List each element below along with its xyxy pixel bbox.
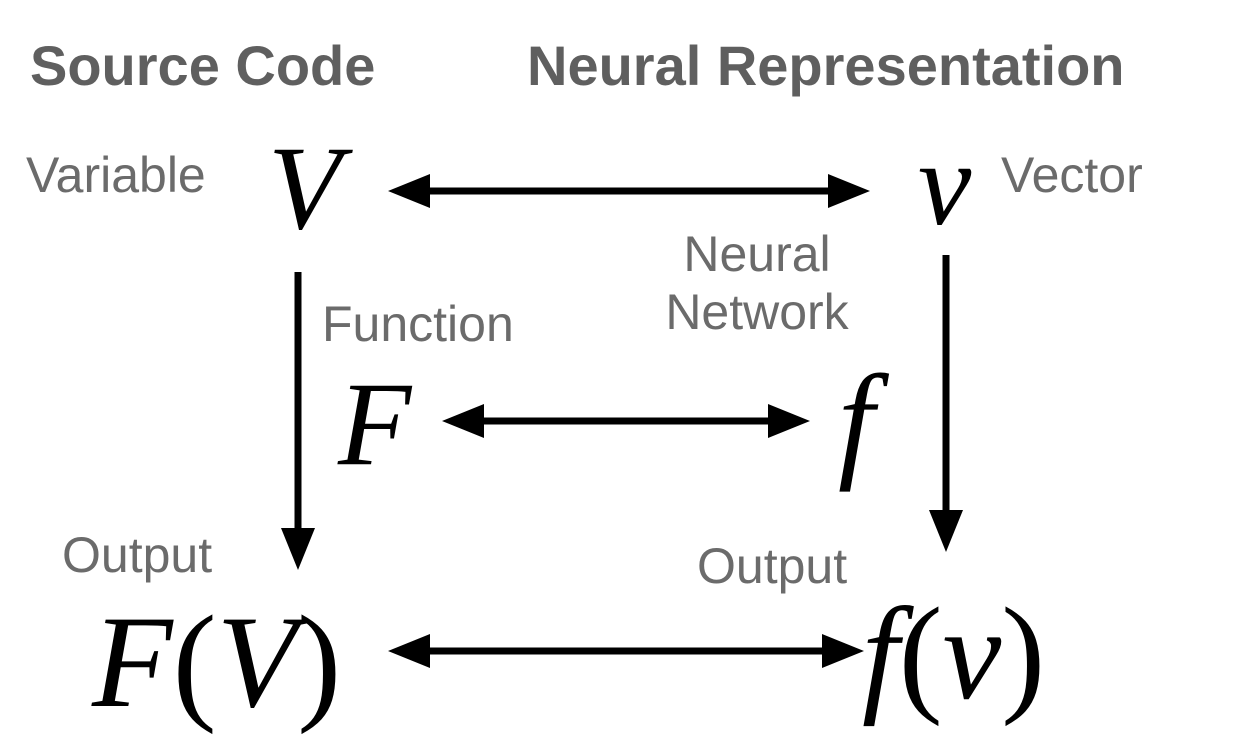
output-F: F: [92, 588, 173, 735]
output-expression-F-of-V: F(V): [92, 596, 341, 728]
output-close-paren: ): [297, 588, 342, 735]
neural-network-line-1: Neural: [683, 226, 831, 282]
F-f-arrowhead-right: [768, 404, 810, 438]
output-close-paren-right: ): [1001, 580, 1046, 727]
output-V: V: [216, 588, 298, 735]
neural-representation-header: Neural Representation: [527, 34, 1125, 97]
V-to-FV-arrowhead-down: [281, 528, 315, 570]
output-expression-f-of-v: f(v): [862, 588, 1045, 720]
neural-network-line-2: Network: [665, 283, 849, 340]
F-f-arrowhead-left: [442, 404, 484, 438]
variable-symbol-V: V: [268, 121, 342, 254]
output-v: v: [942, 580, 1002, 727]
variable-label: Variable: [26, 147, 206, 203]
V-v-arrowhead-right: [828, 174, 870, 208]
FV-fv-arrowhead-left: [388, 634, 430, 668]
vector-label: Vector: [1001, 147, 1143, 203]
V-v-arrowhead-left: [388, 174, 430, 208]
v-to-fv-arrowhead-down: [929, 510, 963, 552]
vector-symbol-v: v: [918, 117, 972, 250]
source-code-header: Source Code: [30, 34, 376, 97]
output-f: f: [862, 580, 899, 727]
function-symbol-F: F: [338, 357, 412, 490]
output-open-paren: (: [172, 588, 217, 735]
output-left-label: Output: [62, 527, 213, 583]
network-symbol-f: f: [838, 349, 875, 493]
neural-network-label: Neural Network: [634, 226, 880, 341]
output-open-paren-right: (: [898, 580, 943, 727]
FV-fv-arrowhead-right: [822, 634, 864, 668]
function-label: Function: [322, 296, 514, 352]
output-right-label: Output: [697, 538, 848, 594]
